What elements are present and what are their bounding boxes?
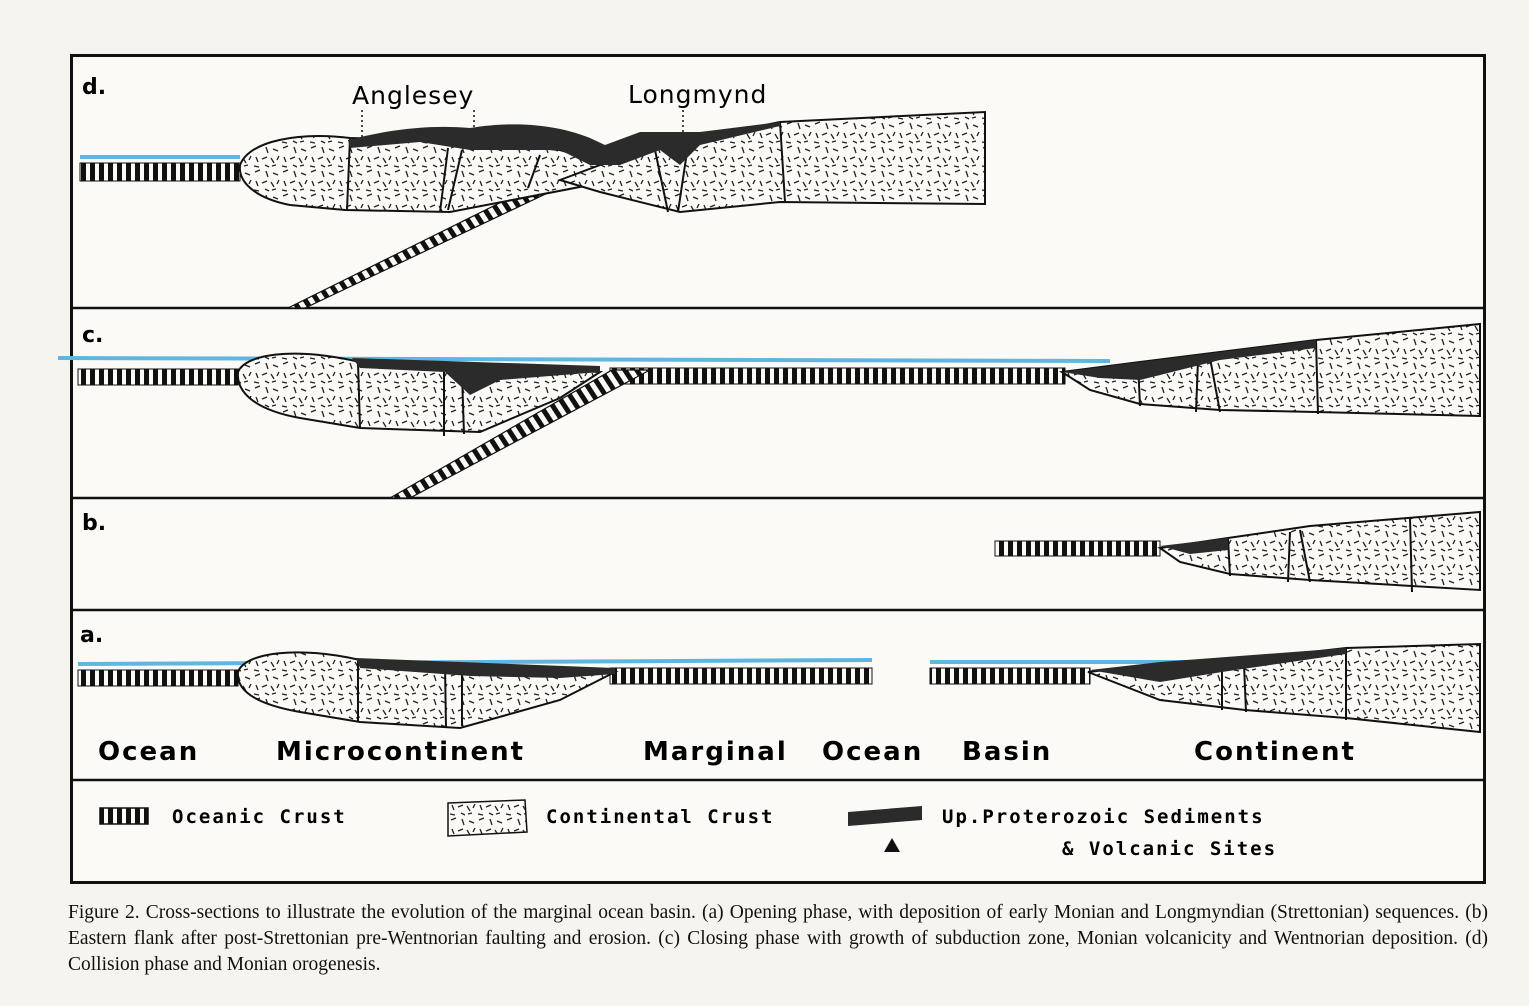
- subducting-slab: [387, 369, 651, 499]
- oceanic-crust: [609, 667, 873, 685]
- oceanic-crust: [609, 367, 1066, 385]
- oceanic-crust: [77, 368, 239, 386]
- region-label-continent: Continent: [1194, 737, 1356, 767]
- oceanic-crust: [77, 669, 239, 687]
- legend-oceanic-label: Oceanic Crust: [172, 806, 347, 828]
- region-label-microcontinent: Microcontinent: [276, 737, 525, 767]
- volcano-icon: [884, 838, 900, 852]
- legend-sediment-label: Up.Proterozoic Sediments: [942, 806, 1265, 828]
- sea-level-line: [57, 356, 1111, 363]
- panel-d: d. Anglesey Longmynd: [79, 75, 986, 309]
- figure-caption: Figure 2. Cross-sections to illustrate t…: [68, 902, 1488, 975]
- region-label-basin: Basin: [962, 737, 1052, 767]
- legend-continental-label: Continental Crust: [546, 806, 774, 828]
- oceanic-crust: [994, 540, 1161, 557]
- sediment-layer: [356, 658, 615, 678]
- sediment-layer: [1062, 340, 1316, 380]
- label-anglesey: Anglesey: [352, 81, 474, 110]
- panel-letter: c.: [82, 323, 103, 348]
- oceanic-crust: [929, 667, 1091, 685]
- continent-crust: [1157, 510, 1481, 592]
- legend-oceanic-swatch: [99, 807, 149, 825]
- region-label-ocean: Ocean: [98, 737, 199, 767]
- sea-level-line: [77, 658, 873, 666]
- oceanic-crust: [79, 162, 241, 182]
- legend: Oceanic Crust Continental Crust Up.Prote…: [99, 799, 1277, 860]
- sediment-layer: [352, 358, 600, 395]
- panel-letter: b.: [82, 511, 106, 536]
- label-longmynd: Longmynd: [628, 80, 767, 109]
- sediment-layer: [1090, 648, 1346, 682]
- legend-sediment-swatch: [848, 806, 922, 826]
- panel-b: b.: [82, 510, 1481, 593]
- legend-volcanic-label: & Volcanic Sites: [1062, 838, 1277, 860]
- region-label-marginal: Marginal: [643, 737, 788, 767]
- panel-letter: d.: [82, 75, 106, 100]
- region-label-ocean-2: Ocean: [822, 737, 923, 767]
- sediment-layer: [1160, 538, 1228, 554]
- panel-a: a. Ocean Microcontinent Marginal Ocean B…: [77, 623, 1481, 767]
- legend-continental-swatch: [447, 799, 528, 837]
- sediment-layer: [348, 122, 780, 165]
- panel-letter: a.: [80, 623, 103, 648]
- panel-c: c.: [57, 322, 1481, 499]
